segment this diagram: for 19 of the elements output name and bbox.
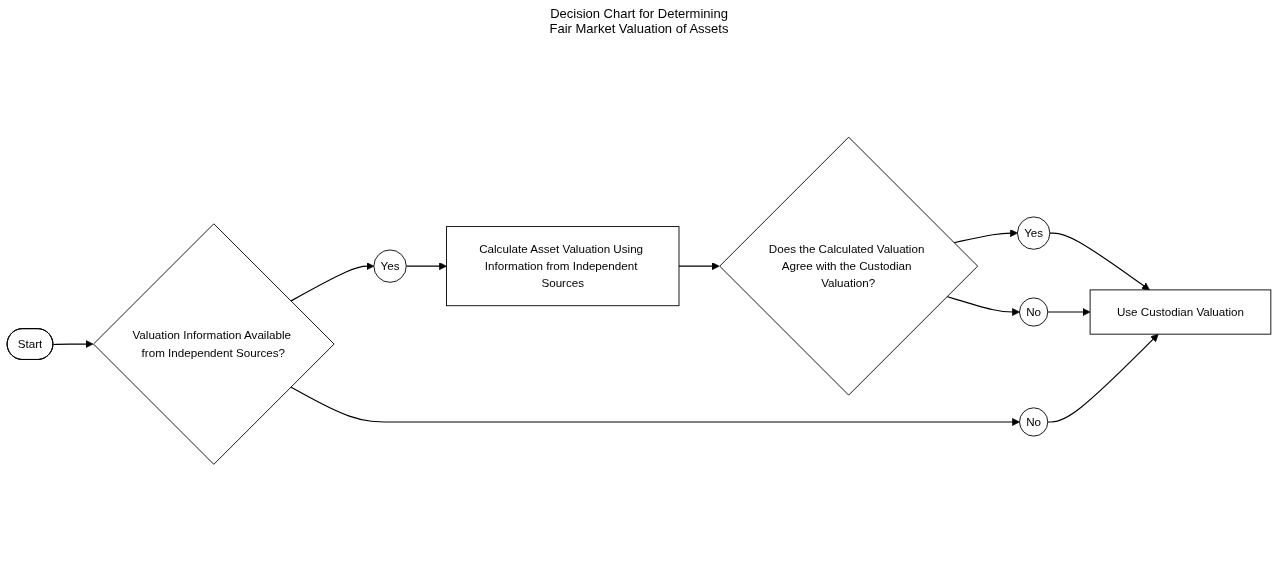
arrow bbox=[946, 296, 1020, 317]
node-diamond: Does the Calculated Valuation Agree with the Custodian Valuation? bbox=[719, 136, 979, 396]
node-circle: Yes bbox=[1017, 216, 1051, 250]
node-box: Calculate Asset Valuation Using Information from Independent Sources bbox=[446, 226, 680, 307]
arrow bbox=[52, 340, 94, 349]
arrow bbox=[1049, 232, 1150, 291]
node-diamond: Valuation Information Available from Independent Sources? bbox=[93, 223, 335, 466]
diagram-title: Decision Chart for Determining Fair Market Valuation of Assets bbox=[548, 6, 730, 36]
arrow bbox=[290, 386, 1020, 427]
node-circle: No bbox=[1019, 297, 1049, 327]
arrow bbox=[1047, 334, 1159, 423]
arrow bbox=[290, 262, 375, 302]
node-circle: No bbox=[1019, 407, 1049, 437]
node-circle: Yes bbox=[373, 249, 407, 284]
node-box: Use Custodian Valuation bbox=[1089, 289, 1272, 335]
arrow bbox=[953, 229, 1018, 244]
arrow bbox=[405, 262, 447, 271]
arrow bbox=[678, 262, 720, 271]
arrow bbox=[1047, 308, 1091, 317]
